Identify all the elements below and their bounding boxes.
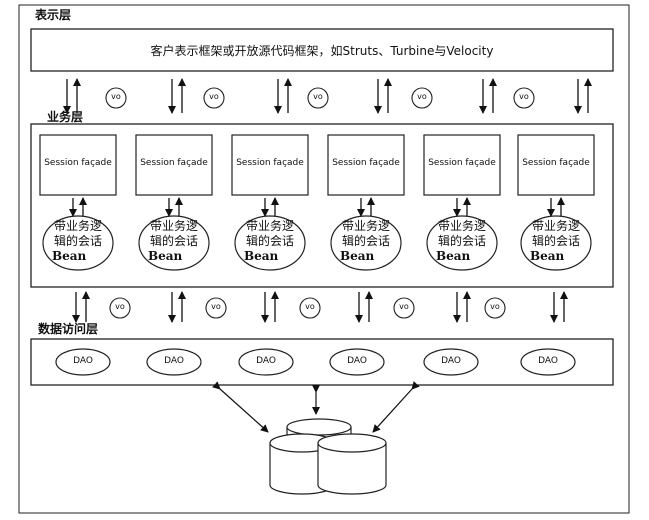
session-facade-box: [39, 134, 117, 196]
vo-label: vo: [305, 302, 315, 311]
dao-label: DAO: [441, 356, 461, 366]
vo-circle: [109, 297, 131, 319]
vo-circle: [205, 297, 227, 319]
vo-circle: [484, 297, 506, 319]
session-facade-label: Session façade: [522, 158, 590, 168]
dao-label: DAO: [73, 356, 93, 366]
bean-label-line: 辑的会话: [245, 234, 294, 248]
bean-label-line: 带业务逻: [149, 219, 198, 233]
bean-label-line: 带业务逻: [437, 219, 486, 233]
dao-ellipse: [423, 348, 479, 376]
vo-label: vo: [111, 92, 121, 101]
session-facade-label: Session façade: [236, 158, 304, 168]
dao-ellipse: [146, 348, 202, 376]
bean-label-line: 带业务逻: [531, 219, 580, 233]
dao-ellipse: [55, 348, 111, 376]
database-icon: [269, 418, 387, 495]
vo-circle: [513, 87, 535, 109]
bean-label-word: Bean: [52, 249, 87, 263]
presentation-framework-text: 客户表示框架或开放源代码框架，如Struts、Turbine与Velocity: [150, 43, 494, 58]
session-facade-box: [423, 134, 501, 196]
bean-label-word: Bean: [244, 249, 279, 263]
vo-label: vo: [211, 302, 221, 311]
session-bean-ellipse: [520, 215, 592, 271]
dao-label: DAO: [347, 356, 367, 366]
session-facade-box: [135, 134, 213, 196]
session-facade-box: [517, 134, 595, 196]
vo-circle: [203, 87, 225, 109]
bean-label-line: 辑的会话: [341, 234, 390, 248]
vo-label: vo: [399, 302, 409, 311]
vo-label: vo: [519, 92, 529, 101]
session-facade-label: Session façade: [332, 158, 400, 168]
outer-frame: [18, 4, 630, 514]
presentation-layer-box: [30, 28, 614, 72]
vo-label: vo: [209, 92, 219, 101]
vo-circle: [299, 297, 321, 319]
data-access-layer-title: 数据访问层: [38, 322, 99, 336]
bean-label-line: 辑的会话: [149, 234, 198, 248]
vo-label: vo: [417, 92, 427, 101]
bean-label-word: Bean: [148, 249, 183, 263]
session-facade-label: Session façade: [140, 158, 208, 168]
bean-label-line: 辑的会话: [53, 234, 102, 248]
session-bean-ellipse: [330, 215, 402, 271]
session-bean-ellipse: [138, 215, 210, 271]
dao-label: DAO: [538, 356, 558, 366]
session-facade-label: Session façade: [428, 158, 496, 168]
business-layer-title: 业务层: [47, 110, 84, 124]
session-facade-label: Session façade: [44, 158, 112, 168]
bean-label-word: Bean: [436, 249, 471, 263]
dao-label: DAO: [164, 356, 184, 366]
db-arrow-left: [212, 381, 269, 433]
bean-label-line: 带业务逻: [53, 219, 102, 233]
bean-label-word: Bean: [530, 249, 565, 263]
vo-label: vo: [115, 302, 125, 311]
business-layer-box: [30, 123, 614, 288]
dao-ellipse: [238, 348, 294, 376]
bean-label-line: 带业务逻: [245, 219, 294, 233]
session-facade-box: [327, 134, 405, 196]
bean-label-line: 辑的会话: [437, 234, 486, 248]
bean-label-line: 带业务逻: [341, 219, 390, 233]
data-access-layer-box: [30, 338, 614, 386]
session-bean-ellipse: [42, 215, 114, 271]
session-bean-ellipse: [426, 215, 498, 271]
vo-label: vo: [490, 302, 500, 311]
dao-ellipse: [520, 348, 576, 376]
session-bean-ellipse: [234, 215, 306, 271]
presentation-layer-title: 表示层: [35, 8, 72, 22]
bean-label-line: 辑的会话: [531, 234, 580, 248]
vo-circle: [307, 87, 329, 109]
dao-label: DAO: [256, 356, 276, 366]
db-arrow-right: [372, 381, 420, 433]
session-facade-box: [231, 134, 309, 196]
vo-label: vo: [313, 92, 323, 101]
bean-label-word: Bean: [340, 249, 375, 263]
vo-circle: [105, 87, 127, 109]
vo-circle: [393, 297, 415, 319]
vo-circle: [411, 87, 433, 109]
dao-ellipse: [329, 348, 385, 376]
